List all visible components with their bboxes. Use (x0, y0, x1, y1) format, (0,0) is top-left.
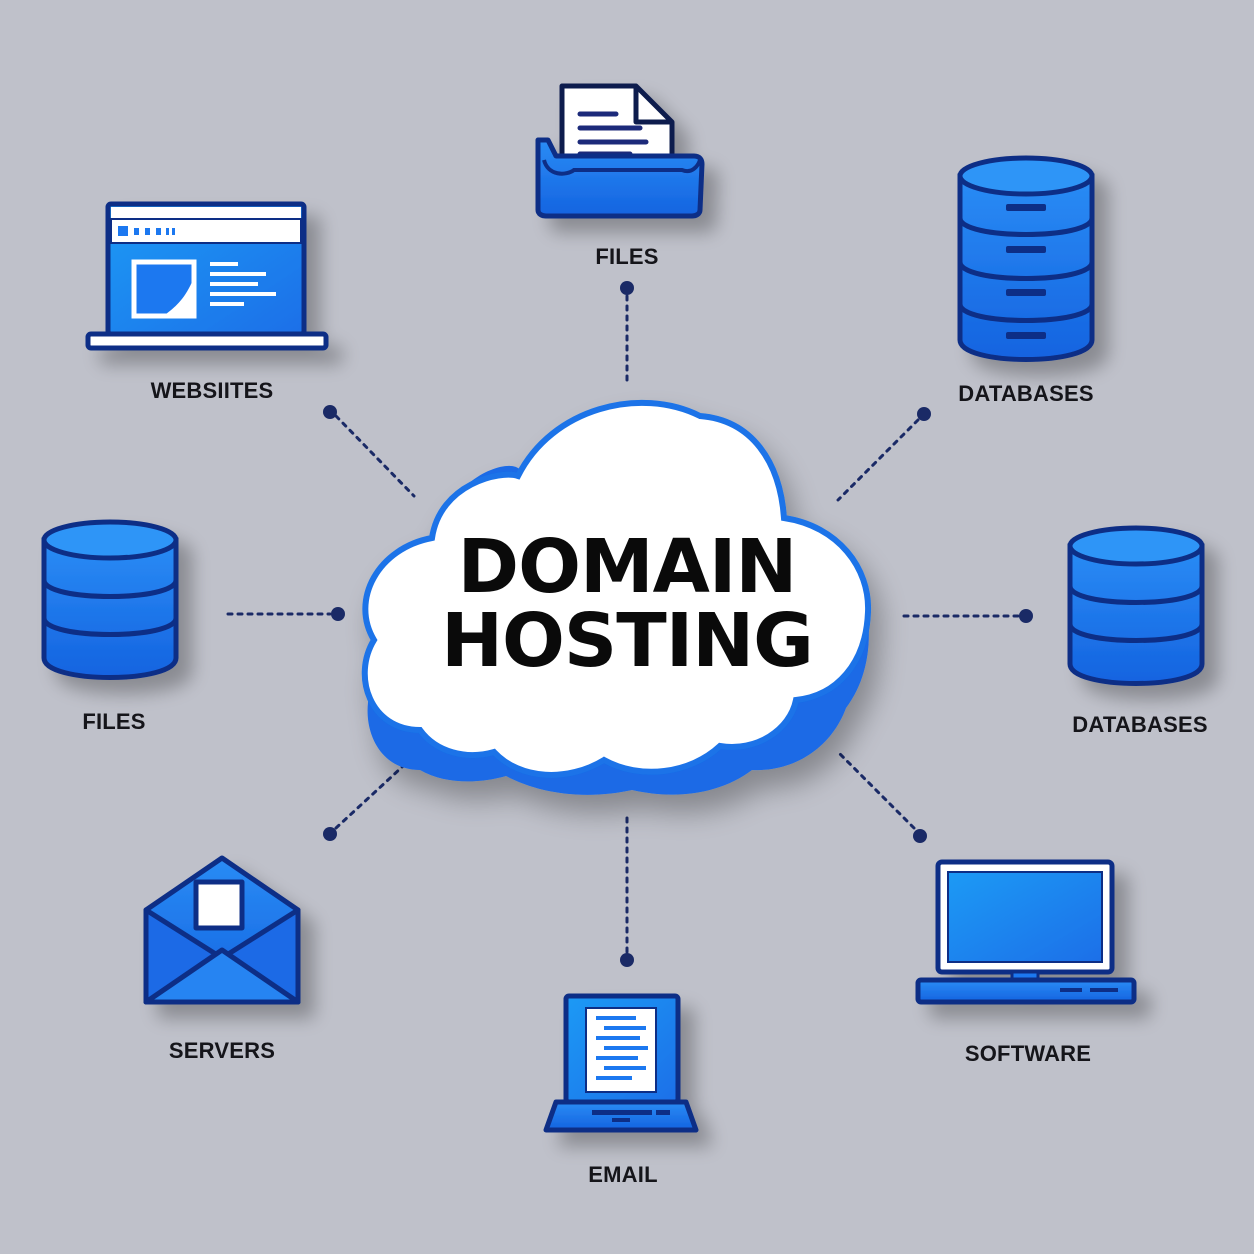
node-label-software: SOFTWARE (964, 1041, 1092, 1066)
desktop-monitor-icon (915, 859, 1137, 1005)
connector-dot (1019, 609, 1033, 623)
laptop-base (85, 331, 329, 351)
keyboard-marks (592, 1110, 670, 1122)
connector-dots (323, 281, 1033, 967)
document-lines (596, 1016, 648, 1080)
connector-software (836, 750, 916, 830)
connector-dot (323, 827, 337, 841)
node-label-files-left: FILES (82, 709, 146, 734)
envelope-bottom (143, 947, 301, 1005)
document-fold (633, 86, 672, 125)
cloud-icon (361, 399, 872, 795)
connector-dot (620, 953, 634, 967)
laptop-document-icon (543, 993, 699, 1133)
folder-front (535, 137, 705, 219)
database-icon (41, 519, 179, 680)
laptop-keyboard (543, 1099, 699, 1133)
node-label-databases-right: DATABASES (1072, 712, 1208, 737)
monitor-screen (947, 871, 1103, 963)
laptop-browser-icon (85, 201, 329, 351)
envelope-letter (193, 879, 245, 931)
node-label-servers: SERVERS (168, 1038, 276, 1063)
node-label-files-top: FILES (595, 244, 659, 269)
browser-image-curl (166, 282, 192, 314)
envelope-icon (143, 855, 301, 1005)
monitor-base (915, 977, 1137, 1005)
connector-databases-top-right (836, 418, 920, 502)
node-label-databases-top-right: DATABASES (958, 381, 1094, 406)
browser-tab-marks (118, 226, 175, 236)
folder-document-icon (535, 83, 705, 219)
browser-tabs (110, 218, 302, 244)
node-label-websites: WEBSIITES (150, 378, 274, 403)
database-icon (1067, 525, 1205, 686)
connector-dot (913, 829, 927, 843)
connector-servers (334, 754, 416, 830)
node-label-email: EMAIL (588, 1162, 658, 1187)
connector-dot (620, 281, 634, 295)
center-title-line2: HOSTING (441, 598, 814, 684)
cloud-body (361, 399, 872, 778)
connector-dot (323, 405, 337, 419)
base-marks (1060, 988, 1118, 992)
database-slots (1006, 204, 1046, 339)
folder-lip (542, 159, 702, 176)
database-icon (957, 155, 1095, 362)
connectors (226, 294, 1020, 954)
browser-toolbar (111, 207, 301, 219)
connector-dot (917, 407, 931, 421)
center-title-line1: DOMAIN (457, 524, 798, 610)
browser-text-lines (210, 262, 276, 306)
connector-dot (331, 607, 345, 621)
connector-websites (334, 414, 416, 498)
